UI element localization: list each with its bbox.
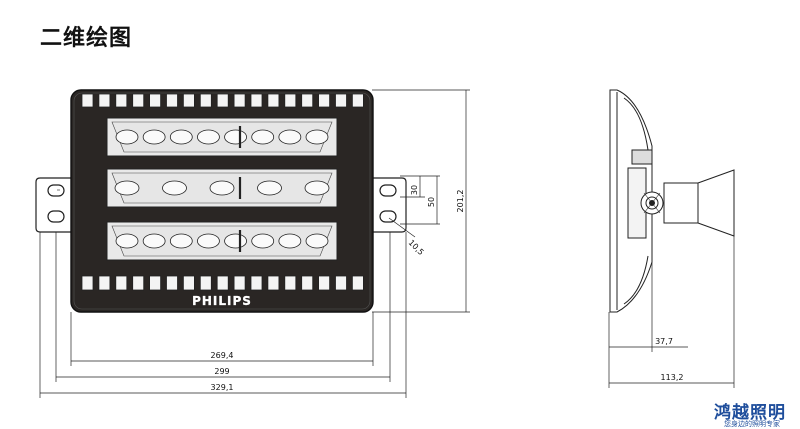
fin (284, 275, 297, 291)
fin (216, 93, 229, 108)
fin (81, 275, 94, 291)
bottom-fins (81, 275, 364, 291)
led-lens (142, 129, 166, 145)
led-module (106, 168, 338, 208)
side-dimension-lines (608, 236, 735, 388)
page-title: 二维绘图 (40, 26, 133, 51)
fin (318, 93, 331, 108)
fin (267, 275, 280, 291)
led-lens (251, 129, 275, 145)
width-dimension-lines (39, 232, 407, 398)
led-lens (197, 129, 220, 145)
dim-total-height: 201,2 (456, 190, 465, 213)
fin (182, 93, 195, 108)
top-fins (81, 93, 364, 108)
fin (132, 93, 145, 108)
height-dimension-lines (372, 89, 470, 313)
fin (335, 275, 347, 291)
led-lens (115, 129, 139, 145)
dim-side-depth-total: 113,2 (661, 373, 684, 382)
led-lens (257, 180, 282, 196)
fin (149, 93, 162, 108)
fin (115, 275, 128, 291)
dim-hole-diameter: 10,5 (407, 238, 426, 257)
led-lens (305, 233, 329, 249)
fin (301, 275, 314, 291)
led-modules (106, 117, 338, 261)
fin (132, 275, 145, 291)
fin (233, 93, 246, 108)
led-lens (224, 233, 247, 249)
dim-bracket-width: 329,1 (211, 383, 234, 392)
front-view: PHILIPS 30 50 10,5 201,2 (35, 89, 470, 398)
led-lens (224, 129, 247, 145)
fin (250, 93, 263, 108)
fin (182, 275, 195, 291)
led-lens (142, 233, 166, 249)
watermark-logo-text: 鸿越照明 (714, 403, 786, 423)
dim-pitch: 50 (427, 197, 436, 207)
led-module (106, 221, 338, 261)
led-lens (251, 233, 275, 249)
led-lens (169, 233, 193, 249)
fin (149, 275, 162, 291)
fin (166, 93, 178, 108)
fin (267, 93, 280, 108)
fin (301, 93, 314, 108)
mounting-bracket (35, 177, 407, 233)
watermark-slogan: 您身边的照明专家 (724, 420, 780, 428)
fin (250, 275, 263, 291)
led-lens (304, 180, 330, 196)
fin (81, 93, 94, 108)
led-lens (115, 233, 139, 249)
fin (115, 93, 128, 108)
fin (199, 275, 212, 291)
fin (216, 275, 229, 291)
led-lens (305, 129, 329, 145)
led-module (106, 117, 338, 157)
dim-slot-height: 30 (410, 185, 419, 195)
led-lens (209, 180, 235, 196)
led-lens (278, 129, 302, 145)
fin (98, 275, 111, 291)
fin (166, 275, 178, 291)
fin (318, 275, 331, 291)
slot-dimension-lines (388, 175, 440, 238)
side-view: 37,7 113,2 (608, 89, 735, 388)
brand-label: PHILIPS (192, 294, 252, 308)
led-lens (278, 233, 302, 249)
fin (284, 93, 297, 108)
fin (199, 93, 212, 108)
fin (233, 275, 246, 291)
led-lens (162, 180, 187, 196)
dim-mount-width: 299 (214, 367, 229, 376)
led-lens (197, 233, 220, 249)
fin (351, 93, 364, 108)
led-lens (169, 129, 193, 145)
fin (335, 93, 347, 108)
led-lens (114, 180, 140, 196)
dim-housing-width: 269,4 (211, 351, 234, 360)
dim-side-depth-small: 37,7 (655, 337, 673, 346)
fin (98, 93, 111, 108)
fin (351, 275, 364, 291)
